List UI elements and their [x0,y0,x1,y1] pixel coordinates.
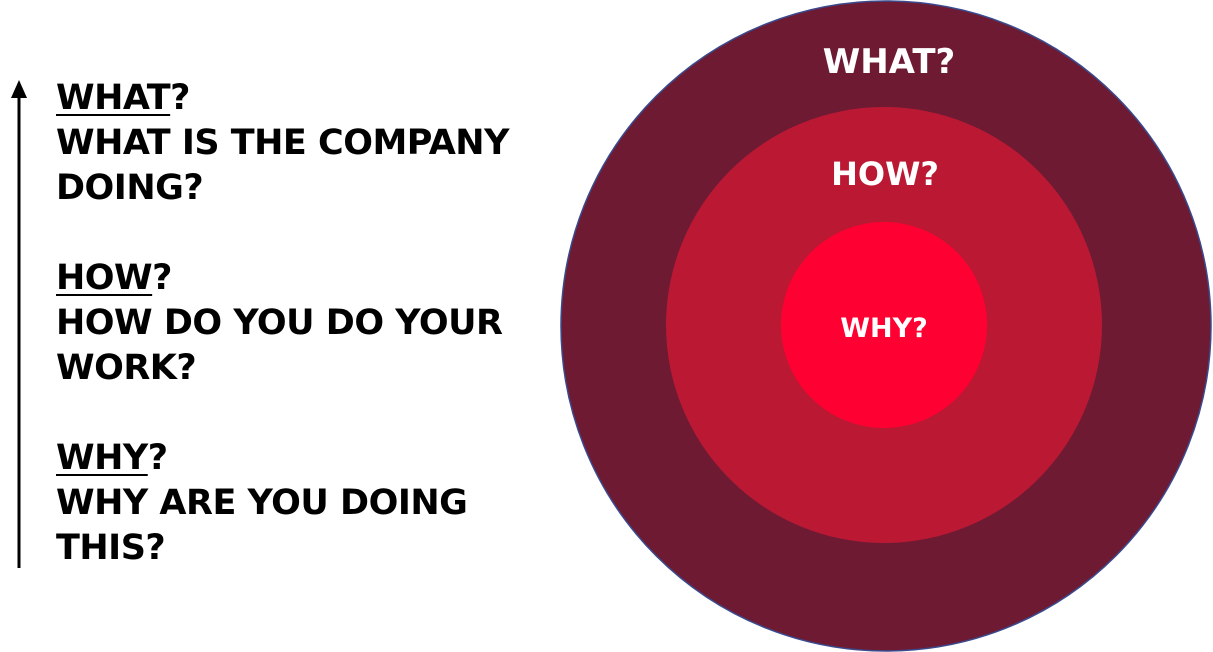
outer-circle-label: WHAT? [823,42,956,82]
why-heading-word: WHY [56,438,148,478]
what-section: WHAT? WHAT IS THE COMPANY DOING? [56,76,526,211]
what-heading: WHAT? [56,76,526,121]
how-heading: HOW? [56,256,526,301]
golden-circle-diagram: WHAT? HOW? WHY? [560,0,1212,652]
inner-circle-label: WHY? [840,313,928,344]
what-heading-mark: ? [170,78,190,118]
how-heading-mark: ? [152,258,172,298]
how-section: HOW? HOW DO YOU DO YOUR WORK? [56,256,526,391]
inner-circle-why [781,222,987,428]
why-heading: WHY? [56,436,526,481]
why-heading-mark: ? [147,438,168,478]
how-description: HOW DO YOU DO YOUR WORK? [56,303,503,388]
how-heading-word: HOW [56,258,153,298]
upward-arrow-icon [11,80,27,568]
middle-circle-label: HOW? [831,155,939,193]
why-description: WHY ARE YOU DOING THIS? [56,483,468,568]
what-heading-word: WHAT [56,78,171,118]
why-section: WHY? WHY ARE YOU DOING THIS? [56,436,526,571]
what-description: WHAT IS THE COMPANY DOING? [56,123,509,208]
